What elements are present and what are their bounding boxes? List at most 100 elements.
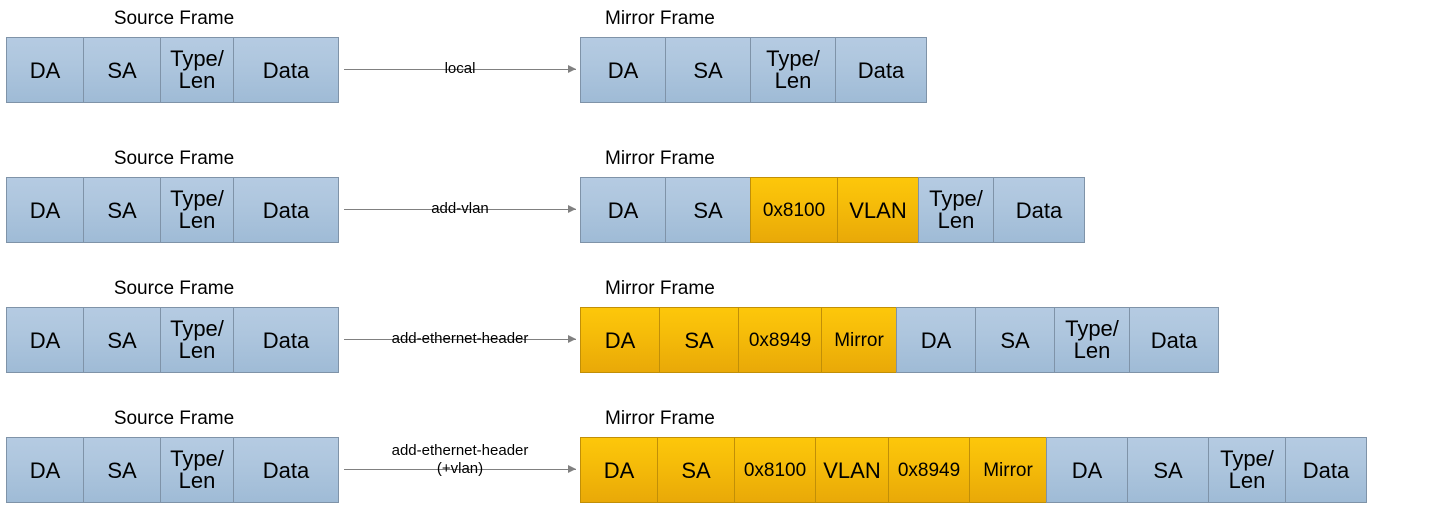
- cell-label: Type/Len: [170, 316, 224, 363]
- arrow-shaft: [344, 339, 576, 340]
- transform-arrow-label: add-ethernet-header: [391, 330, 529, 347]
- arrow-head-icon: [568, 205, 576, 213]
- source-frame-caption: Source Frame: [113, 408, 235, 429]
- source-frame-cell-data: Data: [233, 437, 339, 503]
- cell-label: Data: [262, 327, 310, 353]
- source-frame-cell-data: Data: [233, 307, 339, 373]
- cell-label: DA: [603, 457, 635, 483]
- source-frame-cell-da: DA: [6, 177, 84, 243]
- mirror-frame-cell-da: DA: [580, 177, 666, 243]
- mirror-frame-cell-da: DA: [580, 437, 658, 503]
- cell-label: SA: [684, 327, 714, 353]
- source-frame-cell-da: DA: [6, 37, 84, 103]
- cell-label: SA: [107, 457, 137, 483]
- cell-label: SA: [693, 197, 723, 223]
- cell-label: Mirror: [834, 329, 884, 351]
- cell-label: Type/Len: [766, 46, 820, 93]
- cell-label: 0x8100: [762, 199, 826, 221]
- source-frame-cell-sa: SA: [83, 437, 161, 503]
- cell-label: SA: [107, 57, 137, 83]
- mirror-frame-cell-0x8100: 0x8100: [750, 177, 838, 243]
- mirror-frame-cell-data: Data: [835, 37, 927, 103]
- mirror-frame-cell-sa: SA: [665, 177, 751, 243]
- mirror-frame-cell-type-len: Type/Len: [918, 177, 994, 243]
- mirror-frame-cell-0x8100: 0x8100: [734, 437, 816, 503]
- cell-label: DA: [607, 57, 639, 83]
- cell-label: Type/Len: [170, 446, 224, 493]
- arrow-shaft: [344, 469, 576, 470]
- arrow-head-icon: [568, 65, 576, 73]
- mirror-frame-cell-da: DA: [580, 37, 666, 103]
- cell-label: Data: [1302, 457, 1350, 483]
- mirror-frame-cell-data: Data: [1285, 437, 1367, 503]
- mirror-frame-cell-type-len: Type/Len: [1208, 437, 1286, 503]
- mirror-frame-cell-sa: SA: [665, 37, 751, 103]
- cell-label: Data: [262, 457, 310, 483]
- cell-label: Type/Len: [1220, 446, 1274, 493]
- cell-label: 0x8949: [897, 459, 961, 481]
- source-frame-cell-da: DA: [6, 307, 84, 373]
- source-frame-cell-type-len: Type/Len: [160, 307, 234, 373]
- mirror-frame-cell-sa: SA: [657, 437, 735, 503]
- mirror-frame-cell-da: DA: [1046, 437, 1128, 503]
- cell-label: Data: [1015, 197, 1063, 223]
- mirror-frame: DA SA 0x8949 Mirror DA SA Type/Len Data: [580, 307, 1219, 373]
- transform-arrow-label: add-vlan: [431, 200, 489, 217]
- mirror-frame-cell-sa: SA: [1127, 437, 1209, 503]
- cell-label: DA: [29, 457, 61, 483]
- cell-label: 0x8100: [743, 459, 807, 481]
- source-frame-cell-sa: SA: [83, 37, 161, 103]
- cell-label: Type/Len: [170, 46, 224, 93]
- cell-label: SA: [693, 57, 723, 83]
- cell-label: DA: [29, 57, 61, 83]
- cell-label: DA: [604, 327, 636, 353]
- mirror-frame-cell-sa: SA: [975, 307, 1055, 373]
- cell-label: SA: [681, 457, 711, 483]
- mirror-frame-cell-data: Data: [993, 177, 1085, 243]
- mirror-frame-cell-mirror: Mirror: [969, 437, 1047, 503]
- cell-label: SA: [1000, 327, 1030, 353]
- mirror-frame-cell-mirror: Mirror: [821, 307, 897, 373]
- cell-label: Mirror: [983, 459, 1033, 481]
- source-frame-cell-type-len: Type/Len: [160, 177, 234, 243]
- source-frame-cell-da: DA: [6, 437, 84, 503]
- cell-label: Data: [1150, 327, 1198, 353]
- cell-label: DA: [607, 197, 639, 223]
- source-frame-cell-type-len: Type/Len: [160, 37, 234, 103]
- transform-arrow-label: add-ethernet-header(+vlan): [391, 442, 529, 477]
- mirror-frame-caption: Mirror Frame: [605, 278, 715, 299]
- source-frame-caption: Source Frame: [113, 8, 235, 29]
- transform-arrow: [344, 463, 576, 477]
- arrow-shaft: [344, 69, 576, 70]
- cell-label: Data: [857, 57, 905, 83]
- cell-label: Type/Len: [170, 186, 224, 233]
- cell-label: SA: [107, 327, 137, 353]
- arrow-shaft: [344, 209, 576, 210]
- transform-arrow: [344, 63, 576, 77]
- mirror-frame-cell-type-len: Type/Len: [1054, 307, 1130, 373]
- source-frame-cell-type-len: Type/Len: [160, 437, 234, 503]
- source-frame-cell-data: Data: [233, 37, 339, 103]
- source-frame-caption: Source Frame: [113, 148, 235, 169]
- cell-label: 0x8949: [748, 329, 812, 351]
- cell-label: DA: [920, 327, 952, 353]
- cell-label: Type/Len: [1065, 316, 1119, 363]
- source-frame-caption: Source Frame: [113, 278, 235, 299]
- cell-label: DA: [29, 197, 61, 223]
- mirror-frame-cell-vlan: VLAN: [815, 437, 889, 503]
- source-frame-cell-data: Data: [233, 177, 339, 243]
- source-frame-cell-sa: SA: [83, 307, 161, 373]
- mirror-frame-cell-type-len: Type/Len: [750, 37, 836, 103]
- source-frame: DA SA Type/Len Data: [6, 437, 339, 503]
- mirror-frame-caption: Mirror Frame: [605, 408, 715, 429]
- mirror-frame: DA SA Type/Len Data: [580, 37, 927, 103]
- arrow-head-icon: [568, 335, 576, 343]
- cell-label: DA: [1071, 457, 1103, 483]
- mirror-frame-cell-da: DA: [896, 307, 976, 373]
- cell-label: Data: [262, 197, 310, 223]
